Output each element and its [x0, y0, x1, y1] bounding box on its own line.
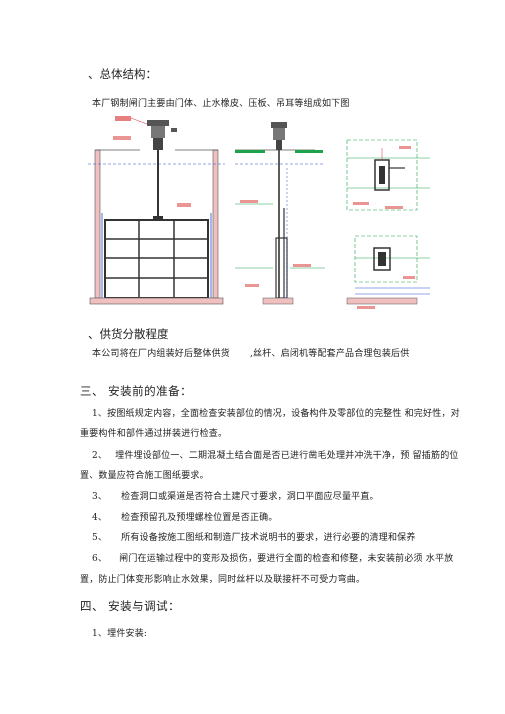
item-number: 2、 — [92, 451, 108, 461]
installation-subitem-1: 1、埋件安装: — [92, 629, 148, 639]
prep-item-2: 2、埋件埋设部位一、二期混凝土结合面是否已进行凿毛处理并冲洗干净，预 留插筋的位 — [92, 448, 459, 461]
item-text: 按图纸规定内容，全面检查安装部位的情况，设备构件及零部位的完整性 和完好性，对 — [107, 409, 460, 419]
prep-item-6: 6、 闸门在运输过程中的变形及损伤，要进行全面的检查和修整，未安装前必须 水平放 — [92, 551, 453, 564]
supply-text-part1: 本公司将在厂内组装好后整体供货 — [92, 349, 231, 359]
structure-intro-text: 本厂钢制闸门主要由门体、止水橡皮、压板、吊耳等组成如下图 — [92, 99, 350, 109]
supply-text-part2: ,丝杆、启闭机等配套产品合理包装后供 — [250, 349, 410, 359]
section-heading-installation: 四、 安装与调试： — [80, 599, 181, 613]
item-text: 闸门在运输过程中的变形及损伤，要进行全面的检查和修整，未安装前必须 水平放 — [119, 554, 454, 564]
item-number: 4、 — [92, 513, 108, 523]
item-number: 6、 — [92, 554, 108, 564]
prep-item-5: 5、 所有设备按施工图纸和制造厂技术说明书的要求，进行必要的清理和保养 — [92, 530, 416, 543]
prep-item-1: 1、按图纸规定内容，全面检查安装部位的情况，设备构件及零部位的完整性 和完好性，… — [92, 406, 460, 419]
item-text: 检查洞口或渠道是否符合土建尺寸要求，洞口平面应尽量平直。 — [121, 492, 379, 502]
prep-item-4: 4、 检查预留孔及预埋螺栓位置是否正确。 — [92, 510, 278, 523]
item-number: 5、 — [92, 533, 108, 543]
item-text: 埋件埋设部位一、二期混凝土结合面是否已进行凿毛处理并冲洗干净，预 留插筋的位 — [115, 451, 459, 461]
item-text: 所有设备按施工图纸和制造厂技术说明书的要求，进行必要的清理和保养 — [121, 533, 416, 543]
item-number: 1、 — [92, 409, 108, 419]
prep-item-3: 3、 检查洞口或渠道是否符合土建尺寸要求，洞口平面应尽量平直。 — [92, 489, 379, 502]
gate-structure-drawing — [88, 116, 430, 309]
detail-drawings — [346, 139, 430, 309]
section-heading-structure: 、总体结构： — [88, 67, 157, 81]
prep-item-2-continuation: 置、数量应符合施工图纸要求。 — [80, 471, 209, 481]
item-text: 检查预留孔及预埋螺栓位置是否正确。 — [121, 513, 278, 523]
side-view-drawing — [235, 122, 325, 305]
front-view-drawing — [88, 116, 225, 305]
prep-item-6-continuation: 置，防止门体变形影响止水效果，同时丝杆以及联接杆不可受力弯曲。 — [80, 575, 366, 585]
section-heading-supply: 、供货分散程度 — [88, 327, 169, 341]
section-heading-preparation: 三、 安装前的准备： — [80, 384, 193, 398]
prep-item-1-continuation: 重要构件和部件通过拼装进行检查。 — [80, 429, 228, 439]
item-number: 3、 — [92, 492, 108, 502]
